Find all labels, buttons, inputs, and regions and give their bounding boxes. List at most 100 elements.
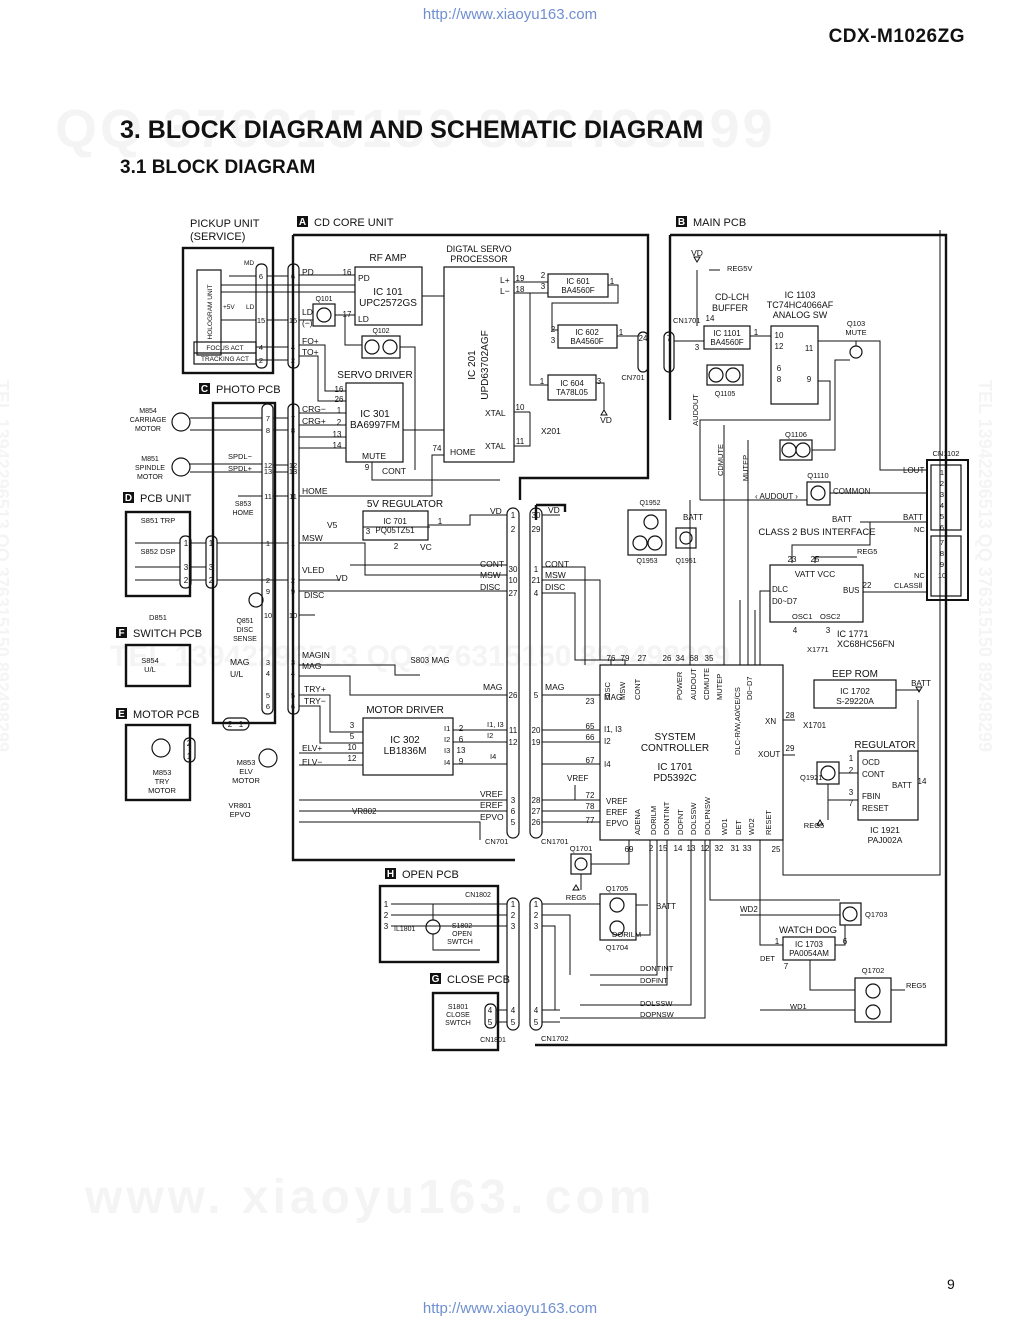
pin-number: 2 [209,576,214,585]
section-name: MAIN PCB [693,217,746,229]
pin-number: 9 [365,463,370,472]
pin-number: 3 [291,658,295,667]
part-label: BA6997FM [350,420,400,431]
mutep-signal-label: MUTEP [715,674,724,700]
section-name: (SERVICE) [190,231,245,243]
func-label: MOTOR DRIVER [366,705,444,716]
pin-number: 6 [291,272,295,281]
batt-signal-label: BATT [911,679,931,688]
section-badge [430,973,441,984]
pin-number: 26 [335,395,344,404]
det-signal-label: DET [760,954,775,963]
pin-number: 34 [676,654,685,663]
ref-label: IC 302 [390,735,420,746]
ref-label: IC 1703 [795,940,824,949]
pin-number: 67 [586,756,595,765]
section-letter: B [678,217,685,228]
eref-signal-label: EREF [606,808,627,817]
swtch-signal-label: SWTCH [447,939,473,946]
func-label: SERVO DRIVER [337,370,412,381]
pin-number: 2 [511,911,516,920]
batt-signal-label: BATT [656,902,676,911]
part-label: PQ05TZ51 [375,526,415,535]
section-name: OPEN PCB [402,869,459,881]
magin-signal-label: MAGIN [302,650,330,660]
s803-signal-label: S803 MAG [410,656,449,665]
pin-number: 2 [849,766,854,775]
dolpnsw-signal-label: DOLPNSW [703,796,712,835]
pd-signal-label: PD [358,273,370,283]
part-label: BA4560F [710,338,743,347]
watermark-bottom: www. xiaoyu163. com [85,1170,655,1225]
pin-number: 15 [289,316,297,325]
class2-signal-label: CLASSⅡ [894,581,923,590]
section-badge [676,216,687,227]
cont-signal-label: CONT [382,466,406,476]
common-signal-label: COMMON [833,487,871,496]
crg-m-signal-label: CRG− [302,404,326,414]
open-pcb-box [378,884,500,964]
pin-number: 4 [940,501,944,510]
msw-signal-label: MSW [618,681,627,700]
section-letter: A [299,217,306,228]
dofint-signal-label: DOFINT [640,976,668,985]
pin-number: 3 [940,490,944,499]
pin-number: 11 [516,437,525,446]
ld-neg-signal-label: (−) [302,318,313,328]
s1801-signal-label: S1801 [448,1004,468,1011]
xout-signal-label: XOUT [758,750,780,759]
pin-number: 2 [511,525,516,534]
ic201-box [443,266,515,463]
source-url-bottom[interactable]: http://www.xiaoyu163.com [422,1300,598,1317]
cn701-connector [506,507,520,839]
cn1102-connector [926,459,969,601]
part-label: XC68HC56FN [837,639,895,649]
q1701-icon [570,853,592,875]
disc-sense-transistor-icon [248,592,264,608]
pin-number: 4 [488,1006,493,1015]
spindle-motor-icon [171,457,191,477]
try-signal-label: TRY [155,777,170,786]
i3-signal-label: I3 [444,746,450,755]
i1i3-signal-label: I1, I3 [487,720,504,729]
pin-number: 1 [511,511,516,520]
vref-signal-label: VREF [567,774,588,783]
pin-number: 3 [384,922,389,931]
pin-number: 66 [586,733,595,742]
section-badge [116,627,127,638]
osc2-signal-label: OSC2 [820,612,840,621]
pin-number: 2 [940,479,944,488]
try-p-signal-label: TRY+ [304,684,326,694]
motor-signal-label: MOTOR [148,786,176,795]
adena-signal-label: ADENA [633,809,642,835]
pin-number: 2 [266,576,270,585]
m853-signal-label: M853 [153,768,172,777]
close-signal-label: CLOSE [446,1012,470,1019]
i2-signal-label: I2 [604,737,611,746]
pin-number: 19 [516,274,525,283]
pin-number: 72 [586,791,595,800]
source-url-top[interactable]: http://www.xiaoyu163.com [422,6,598,23]
vd-signal-label: VD [548,505,560,515]
q102-icon [361,335,401,359]
mag-signal-label: MAG [302,661,321,671]
pin-number: 7 [940,538,944,547]
q851-signal-label: Q851 [236,618,253,625]
pin-number: 3 [266,658,270,667]
wd1-signal-label: WD1 [720,818,729,835]
q101-icon [312,303,336,327]
vd-signal-label: VD [336,573,348,583]
part-label: BA4560F [561,286,594,295]
ref-label: IC 1101 [713,329,741,338]
mag-signal-label: MAG [545,682,564,692]
pd-signal-label: PD [302,267,314,277]
pin-number: 30 [509,565,518,574]
pin-number: 2 [259,356,263,365]
carriage-signal-label: CARRIAGE [130,417,167,424]
func2-label: PROCESSOR [450,254,508,264]
cn1801-signal-label: CN1801 [480,1037,506,1044]
ld-signal-label: LD [302,307,313,317]
pin-number: 27 [532,807,541,816]
pin-number: 2 [459,724,464,733]
pin-number: 24 [639,334,648,343]
